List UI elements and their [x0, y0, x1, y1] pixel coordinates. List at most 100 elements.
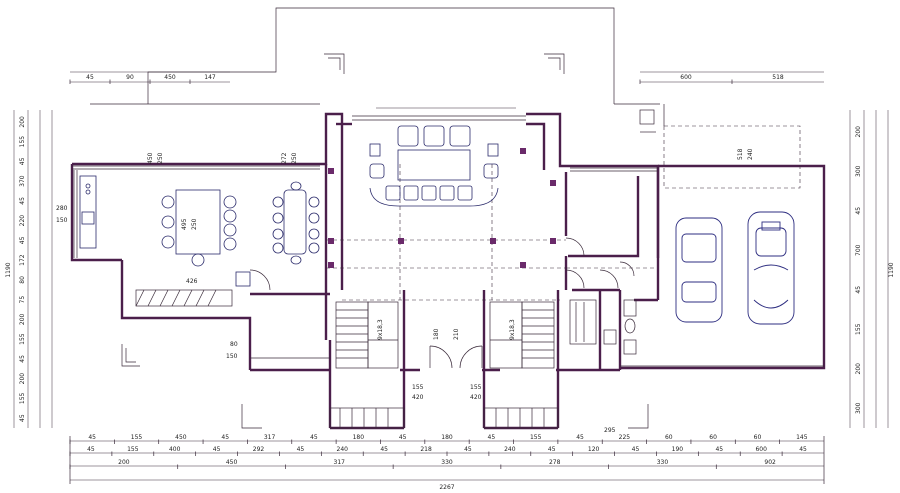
bottom-row-2-label-8: 218 — [420, 446, 432, 453]
bottom-row-2-label-10: 240 — [504, 446, 516, 453]
top-left-dim-label-1: 90 — [126, 74, 134, 81]
bottom-row-3-label-4: 278 — [549, 459, 561, 466]
label-150: 150 — [56, 217, 68, 224]
label-155b: 155 — [470, 384, 482, 391]
bottom-row-2-label-3: 45 — [213, 446, 221, 453]
bottom-row-1-label-2: 450 — [175, 434, 187, 441]
label-420b: 420 — [470, 394, 482, 401]
top-right-dim-label-0: 600 — [680, 74, 692, 81]
left-dimension-labels: 2001554537045220451728075200155452001554… — [19, 116, 26, 422]
label-stair-right: 9x18,3 — [509, 319, 516, 340]
kitchen-table — [161, 189, 237, 267]
label-518: 518 — [737, 148, 744, 160]
label-426: 426 — [186, 278, 198, 285]
label-272: 272 — [281, 152, 288, 164]
label-210: 210 — [453, 328, 460, 340]
bottom-row-1-label-4: 317 — [264, 434, 276, 441]
living-room-sofa-set — [369, 125, 499, 207]
exterior-walls — [70, 112, 826, 430]
right-total-label: 1190 — [888, 262, 895, 277]
bottom-row-2-label-4: 292 — [253, 446, 265, 453]
left-dim-label-9: 75 — [19, 296, 26, 304]
bottom-row-2-label-2: 400 — [169, 446, 181, 453]
right-dim-label-0: 200 — [855, 126, 862, 138]
label-420a: 420 — [412, 394, 424, 401]
left-dim-label-6: 45 — [19, 236, 26, 244]
bottom-row-1-label-15: 60 — [754, 434, 762, 441]
bottom-row-2-label-5: 45 — [297, 446, 305, 453]
right-dim-label-6: 200 — [855, 363, 862, 375]
left-dim-label-1: 155 — [19, 136, 26, 148]
bottom-row-3-label-1: 450 — [226, 459, 238, 466]
top-left-dim-label-2: 450 — [164, 74, 176, 81]
left-dim-label-15: 45 — [19, 414, 26, 422]
windows — [72, 115, 824, 367]
top-left-dim-label-0: 45 — [86, 74, 94, 81]
top-left-dimension-labels: 45 90 450 147 — [69, 74, 216, 84]
dining-table — [272, 181, 320, 265]
left-total-label: 1190 — [5, 262, 12, 277]
left-dim-label-13: 200 — [19, 373, 26, 385]
bottom-row-3-label-6: 902 — [764, 459, 776, 466]
bottom-row-1-label-7: 45 — [399, 434, 407, 441]
label-495: 495 — [181, 218, 188, 230]
kitchen-counter — [79, 175, 251, 307]
label-155a: 155 — [412, 384, 424, 391]
door-swings — [249, 237, 635, 369]
bottom-row-1-label-8: 180 — [441, 434, 453, 441]
right-dim-label-7: 300 — [855, 402, 862, 414]
label-250b: 250 — [291, 152, 298, 164]
label-stair-left: 9x18,3 — [377, 319, 384, 340]
left-dim-label-5: 220 — [19, 215, 26, 227]
interior-dimension-labels: 280 150 495 250 426 450 250 272 250 518 … — [56, 148, 754, 434]
garage-car-right — [747, 211, 795, 325]
label-450: 450 — [147, 152, 154, 164]
site-outline — [90, 7, 665, 126]
bathroom-fixtures — [569, 299, 637, 355]
bottom-row-2-label-14: 190 — [672, 446, 684, 453]
bottom-row-3-label-5: 330 — [657, 459, 669, 466]
bottom-row-2-label-13: 45 — [632, 446, 640, 453]
left-dim-label-0: 200 — [19, 116, 26, 128]
corner-markers — [121, 53, 656, 429]
staircase-right — [489, 301, 555, 369]
bottom-row-2-label-6: 240 — [337, 446, 349, 453]
left-dim-label-4: 45 — [19, 197, 26, 205]
bottom-row-2-label-11: 45 — [548, 446, 556, 453]
left-dim-label-7: 172 — [19, 254, 26, 266]
bottom-row-3-label-3: 330 — [441, 459, 453, 466]
label-240: 240 — [747, 148, 754, 160]
top-dimension-chains — [70, 71, 824, 109]
left-dim-label-12: 45 — [19, 355, 26, 363]
left-dim-label-10: 200 — [19, 313, 26, 325]
bottom-row-3-label-2: 317 — [334, 459, 346, 466]
bottom-row-1-label-9: 45 — [488, 434, 496, 441]
right-dim-label-5: 155 — [855, 323, 862, 335]
bottom-row-2-label-15: 45 — [715, 446, 723, 453]
overhead-dashed-lines — [326, 125, 801, 301]
bottom-row-1-label-16: 145 — [796, 434, 808, 441]
right-dim-label-4: 45 — [855, 286, 862, 294]
right-dimension-chains — [849, 110, 889, 428]
label-250a: 250 — [157, 152, 164, 164]
label-250-table: 250 — [191, 218, 198, 230]
garage-car-left — [675, 217, 723, 323]
label-295: 295 — [604, 427, 616, 434]
bottom-row-1-label-10: 155 — [530, 434, 542, 441]
bottom-row-2-label-17: 45 — [799, 446, 807, 453]
bottom-row-2-label-1: 155 — [127, 446, 139, 453]
columns — [328, 148, 556, 268]
bottom-row-1-label-0: 45 — [88, 434, 96, 441]
bottom-row-1-label-3: 45 — [221, 434, 229, 441]
label-80: 80 — [230, 341, 238, 348]
right-dim-label-2: 45 — [855, 207, 862, 215]
bottom-row-2-label-12: 120 — [588, 446, 600, 453]
bottom-row-1-label-14: 60 — [709, 434, 717, 441]
bottom-row-2-label-0: 45 — [87, 446, 95, 453]
left-dim-label-2: 45 — [19, 157, 26, 165]
bottom-row-2-label-16: 600 — [755, 446, 767, 453]
top-left-dim-label-3: 147 — [204, 74, 216, 81]
left-dim-label-3: 370 — [19, 175, 26, 187]
